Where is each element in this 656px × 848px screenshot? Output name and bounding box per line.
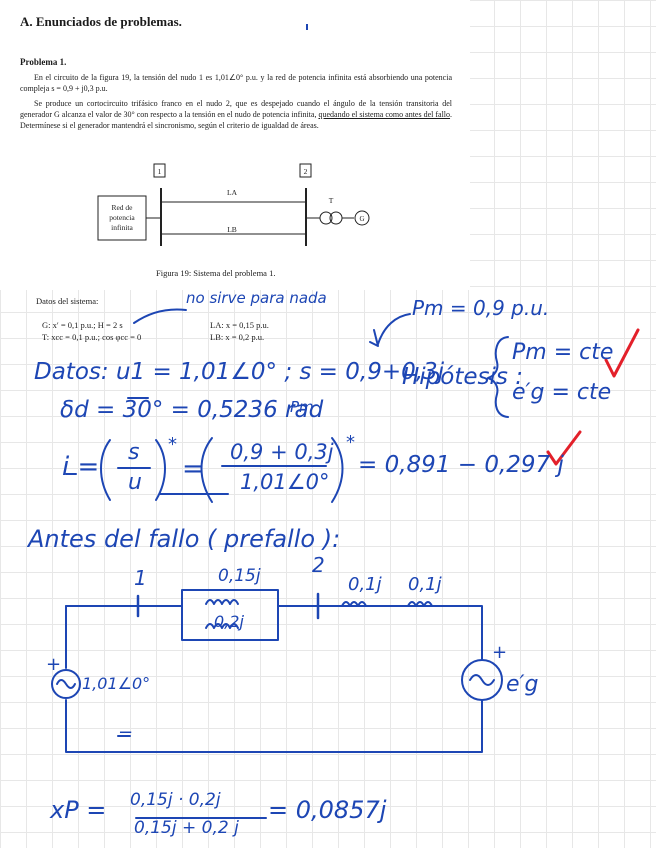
conjugate-star-2: * xyxy=(346,432,355,453)
left-plus-sign: + xyxy=(46,654,62,675)
conjugate-star-1: * xyxy=(168,434,177,455)
figure-label-g: G xyxy=(359,215,364,223)
datos-t: T: xcc = 0,1 p.u.; cos φcc = 0 xyxy=(42,332,142,342)
transformer-winding-1 xyxy=(319,211,333,225)
paren-2-right xyxy=(331,437,344,503)
hypothesis-brace xyxy=(487,336,509,418)
problem-paragraph-2: Se produce un cortocircuito trifásico fr… xyxy=(20,98,452,131)
figure-caption: Figura 19: Sistema del problema 1. xyxy=(156,268,276,278)
circuit-top-wire-right xyxy=(277,605,483,661)
note-hipotesis-eg: e′g = cte xyxy=(512,380,612,405)
circuit-x01a-label: 0,1j xyxy=(348,574,382,595)
circuit-x02-label: 0,2j xyxy=(214,612,244,631)
fraction2-numerator: 0,9 + 0,3j xyxy=(230,440,334,464)
parallel-reactance-box xyxy=(181,589,279,641)
node-1-box xyxy=(153,163,166,178)
figure-node-1: 1 xyxy=(158,167,162,176)
source-right-circle xyxy=(461,659,503,701)
left-minus-sign: − xyxy=(118,722,134,743)
red-label-line-3: infinita xyxy=(111,223,133,232)
coil-01-a xyxy=(341,601,367,607)
current-result: = 0,891 − 0,297 j xyxy=(358,452,564,478)
xp-numerator: 0,15j · 0,2j xyxy=(130,790,221,810)
paren-1-left xyxy=(100,439,111,501)
circuit-node-1-label: 1 xyxy=(134,566,147,590)
figure-node-2: 2 xyxy=(304,167,308,176)
fraction1-denominator: u xyxy=(128,470,142,495)
note-datos: Datos: u1 = 1,01∠0° ; s = 0,9+0,3j xyxy=(34,359,445,385)
generator-symbol xyxy=(354,210,370,226)
note-hipotesis: Hipótesis : xyxy=(402,364,523,390)
note-pm-label: Pm xyxy=(290,398,314,416)
pen-dot-mark xyxy=(306,24,308,30)
fraction1-numerator: s xyxy=(128,440,140,465)
note-delta: δd = 30° = 0,5236 rad xyxy=(60,397,324,423)
red-label-line-2: potencia xyxy=(109,213,135,222)
printed-page-excerpt xyxy=(0,0,470,290)
datos-g: G: x′ = 0,1 p.u.; H = 2 s xyxy=(42,320,123,330)
circuit-x015-label: 0,15j xyxy=(218,566,261,586)
coil-01-b xyxy=(407,601,433,607)
circuit-bottom-wire xyxy=(65,699,483,753)
pointer-arc-to-h xyxy=(133,308,187,324)
underlined-phrase: quedando el sistema como antes del fallo xyxy=(318,110,451,119)
pointer-arc-to-pm xyxy=(377,313,411,345)
figure-19-one-line-diagram: 1 2 Red de potencia infinita LA LB T G xyxy=(97,163,370,246)
xp-denominator: 0,15j + 0,2 j xyxy=(134,818,239,838)
red-checkmark-1 xyxy=(604,328,640,378)
source-eg-label: e′g xyxy=(506,672,539,697)
datos-la: LA: x = 0,15 p.u. xyxy=(210,320,269,330)
fraction2-denominator: 1,01∠0° xyxy=(240,470,330,494)
red-label-line-1: Red de xyxy=(111,203,133,212)
equals-sign: = xyxy=(182,454,204,484)
problem-paragraph-1: En el circuito de la figura 19, la tensi… xyxy=(20,73,452,93)
current-lhs: i = xyxy=(62,452,100,482)
source-left-label: 1,01∠0° xyxy=(82,674,151,693)
source-left-sine xyxy=(56,679,76,689)
datos-title: Datos del sistema: xyxy=(36,296,99,306)
note-no-sirve: no sirve para nada xyxy=(186,289,327,307)
source-left-circle xyxy=(51,669,81,699)
paren-2-left xyxy=(200,437,213,503)
note-pm-given: Pm = 0,9 p.u. xyxy=(412,296,550,320)
note-antes-del-fallo: Antes del fallo ( prefallo ): xyxy=(28,525,341,553)
datos-lb: LB: x = 0,2 p.u. xyxy=(210,332,265,342)
red-checkmark-2 xyxy=(546,430,582,466)
figure-label-lb: LB xyxy=(227,225,237,234)
right-plus-sign: + xyxy=(492,642,508,663)
note-hipotesis-pm: Pm = cte xyxy=(512,340,614,365)
paren-1-right xyxy=(155,439,166,501)
pointer-arrowhead xyxy=(369,329,379,347)
section-title: A. Enunciados de problemas. xyxy=(20,14,182,29)
coil-015 xyxy=(205,599,239,605)
paragraph-2-tail: . Determínese si el generador mantendrá … xyxy=(20,110,453,130)
circuit-x01b-label: 0,1j xyxy=(408,574,442,595)
source-right-sine xyxy=(469,674,495,686)
xp-lhs: xP = xyxy=(50,796,107,824)
paragraph-2-text: Se produce un cortocircuito trifásico fr… xyxy=(20,99,452,119)
figure-label-la: LA xyxy=(227,188,238,197)
circuit-node-2-label: 2 xyxy=(312,553,325,577)
coil-02 xyxy=(205,623,239,629)
figure-label-t: T xyxy=(329,196,334,205)
xp-result: = 0,0857j xyxy=(268,796,387,824)
node-2-box xyxy=(299,163,312,178)
problem-title: Problema 1. xyxy=(20,57,67,67)
